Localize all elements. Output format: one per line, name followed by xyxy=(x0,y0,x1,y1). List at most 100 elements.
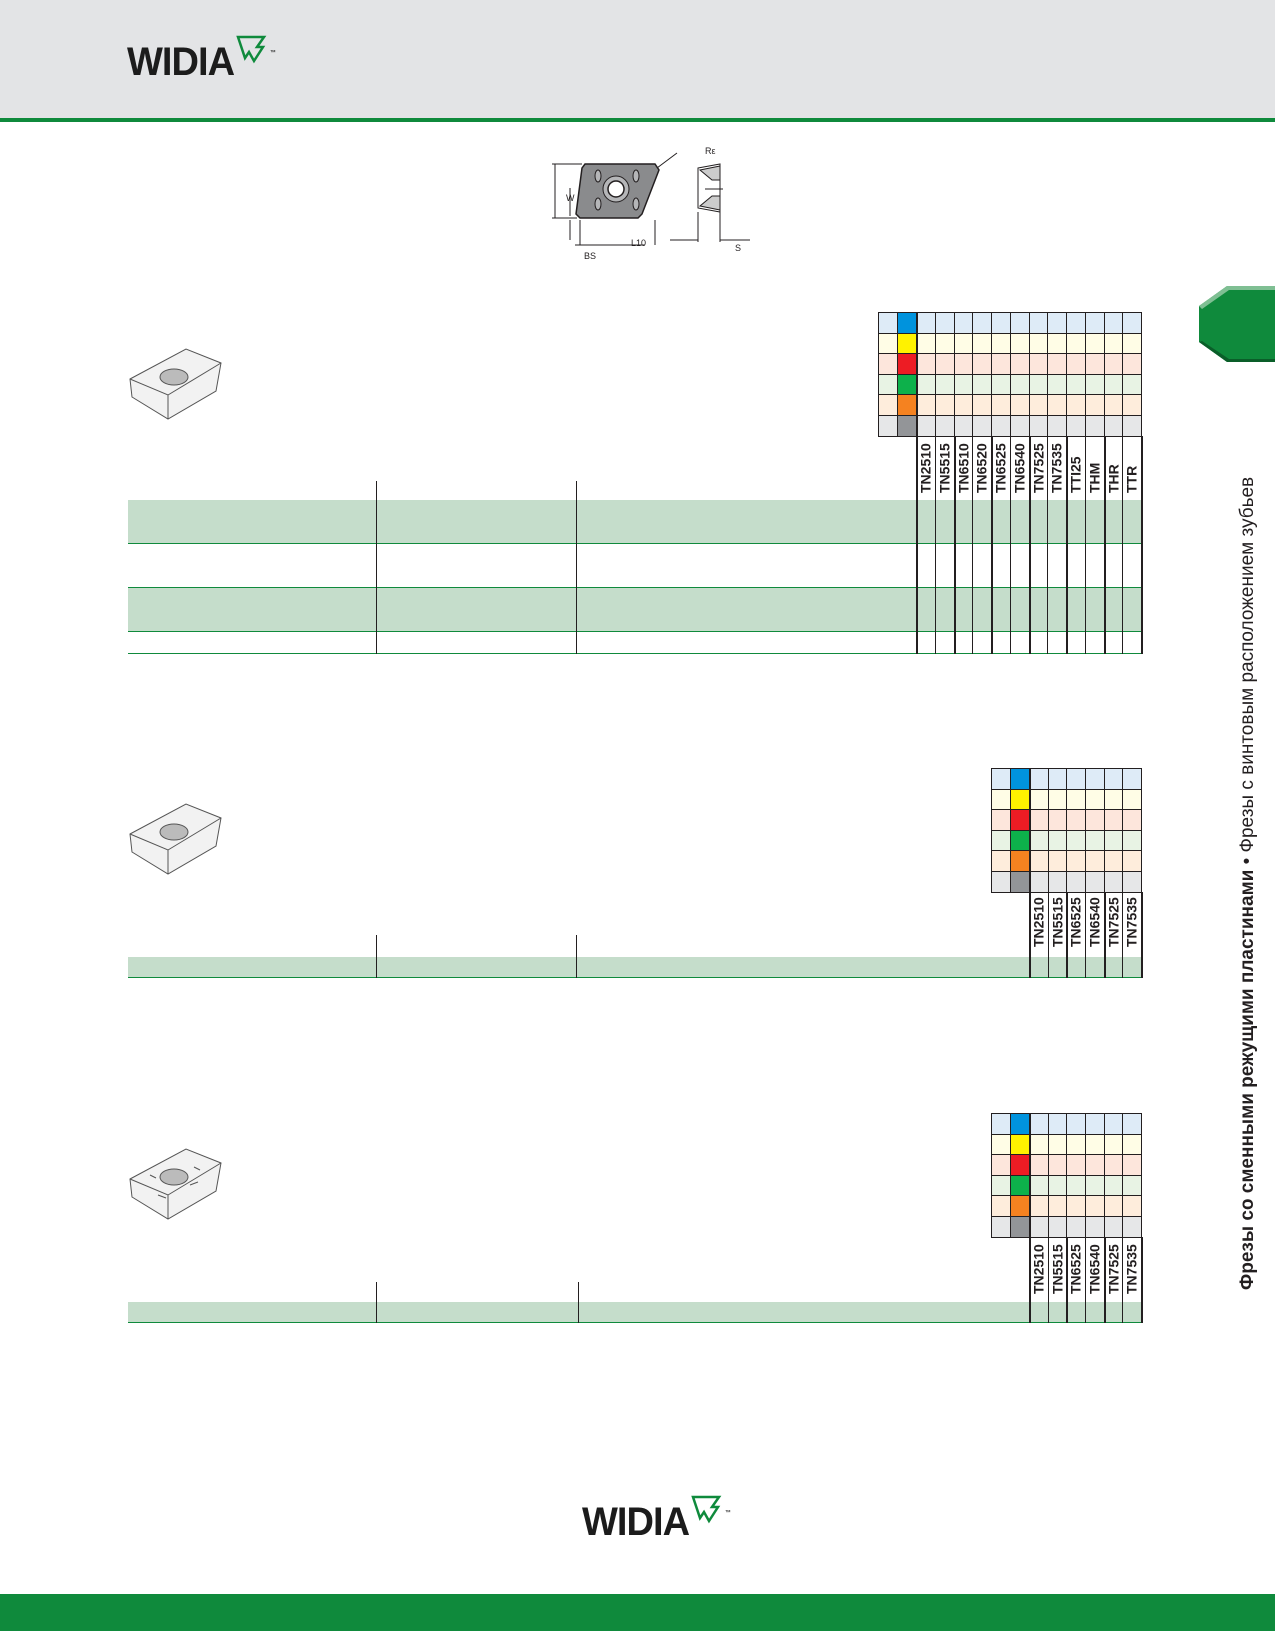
grade-material-cell xyxy=(972,353,992,375)
grade-column-divider xyxy=(991,435,993,654)
grade-material-cell xyxy=(972,415,992,437)
grade-material-cell xyxy=(1047,1133,1068,1156)
grade-material-cell xyxy=(1103,1195,1124,1217)
grade-material-cell xyxy=(953,312,974,334)
grade-material-cell xyxy=(916,332,936,355)
label-bs: BS xyxy=(584,251,597,261)
material-color-swatch xyxy=(1010,809,1030,831)
material-tint-cell xyxy=(991,1154,1011,1176)
grade-material-cell xyxy=(934,312,955,334)
grade-label: TN5515 xyxy=(936,442,953,493)
grade-material-cell xyxy=(972,332,992,355)
material-color-swatch xyxy=(1010,1195,1030,1217)
table-row xyxy=(128,632,1141,654)
grade-material-cell xyxy=(1103,768,1124,790)
grade-material-cell xyxy=(1122,871,1142,893)
grade-column-divider xyxy=(1028,435,1031,654)
grade-label: TN5515 xyxy=(1048,896,1065,947)
side-title-bullet: • xyxy=(1237,857,1258,865)
grade-material-cell xyxy=(991,415,1011,437)
trademark: ™ xyxy=(724,1510,731,1516)
grade-material-cell xyxy=(1066,1216,1086,1238)
material-tint-cell xyxy=(991,1216,1011,1238)
insert-dimension-drawing xyxy=(552,152,750,246)
grade-material-cell xyxy=(1066,1113,1086,1135)
grade-label: TN6520 xyxy=(973,442,990,493)
grade-material-cell xyxy=(953,332,974,355)
grade-material-cell xyxy=(1122,1216,1142,1238)
table-row xyxy=(128,544,1141,588)
material-color-swatch xyxy=(1010,1154,1030,1176)
grade-material-cell xyxy=(1029,1154,1049,1176)
trademark: ™ xyxy=(269,50,276,56)
grade-label: TN6525 xyxy=(1067,896,1084,947)
widia-triangle-icon xyxy=(691,1495,722,1524)
grade-label: TTR xyxy=(1123,465,1140,493)
grade-material-cell xyxy=(1085,850,1105,872)
label-l10: L10 xyxy=(631,238,647,248)
material-color-swatch xyxy=(1010,871,1030,893)
grade-material-cell xyxy=(1066,332,1086,355)
grade-material-cell xyxy=(1047,1174,1068,1197)
grade-material-cell xyxy=(1122,1195,1142,1217)
grade-material-cell xyxy=(1047,1154,1068,1176)
grade-material-cell xyxy=(1047,415,1067,437)
grade-material-cell xyxy=(1029,1133,1049,1156)
grade-material-cell xyxy=(1084,332,1105,355)
grade-material-cell xyxy=(1066,1133,1086,1156)
grade-material-cell xyxy=(1085,1113,1105,1135)
grade-material-cell xyxy=(934,394,955,416)
grade-material-cell xyxy=(1084,353,1105,375)
grade-material-cell xyxy=(1085,1133,1105,1156)
grade-column-divider xyxy=(1066,891,1069,978)
material-color-swatch xyxy=(897,312,917,334)
material-tint-cell xyxy=(991,1195,1011,1217)
grade-material-cell xyxy=(1085,788,1105,811)
grade-material-cell xyxy=(1029,850,1049,872)
material-tint-cell xyxy=(991,809,1011,831)
grade-material-cell xyxy=(1047,353,1067,375)
grade-material-cell xyxy=(1084,373,1105,396)
material-tint-cell xyxy=(878,394,898,416)
grade-material-cell xyxy=(1122,332,1142,355)
grade-label: TN7535 xyxy=(1123,1243,1140,1294)
grade-label: TN2510 xyxy=(1030,896,1047,947)
grade-material-cell xyxy=(1047,312,1067,334)
grade-material-cell xyxy=(1103,1133,1124,1156)
grade-material-cell xyxy=(1047,850,1068,872)
grade-material-cell xyxy=(1066,1195,1086,1217)
grade-label: TN6525 xyxy=(1067,1243,1084,1294)
material-tint-cell xyxy=(991,1113,1011,1135)
grade-material-cell xyxy=(1028,394,1049,416)
grade-material-cell xyxy=(1103,415,1124,437)
grade-material-cell xyxy=(1122,415,1142,437)
grade-material-cell xyxy=(1066,312,1086,334)
grade-material-cell xyxy=(1122,312,1142,334)
grade-material-cell xyxy=(991,332,1011,355)
grade-column-divider xyxy=(1047,1236,1049,1323)
grade-material-cell xyxy=(1122,353,1142,375)
column-divider xyxy=(376,1281,377,1323)
grade-material-cell xyxy=(1066,415,1086,437)
grade-material-cell xyxy=(1066,394,1086,416)
grade-column-divider xyxy=(1103,891,1106,978)
grade-material-cell xyxy=(1047,373,1067,396)
grade-material-cell xyxy=(1047,394,1067,416)
grade-material-cell xyxy=(972,394,992,416)
material-color-swatch xyxy=(1010,1133,1030,1156)
grade-material-cell xyxy=(1047,332,1067,355)
grade-material-cell xyxy=(1085,1174,1105,1197)
material-tint-cell xyxy=(878,312,898,334)
grade-material-cell xyxy=(916,415,936,437)
section-side-title: Фрезы со сменными режущими пластинами • … xyxy=(1237,477,1259,1290)
grade-label: TN5515 xyxy=(1048,1243,1065,1294)
grade-material-cell xyxy=(1103,373,1124,396)
grade-material-cell xyxy=(1084,312,1105,334)
widia-triangle-icon xyxy=(236,35,267,64)
grade-column-divider xyxy=(1122,435,1124,654)
grade-material-cell xyxy=(1103,353,1124,375)
section-tab xyxy=(1199,286,1275,362)
grade-column-divider xyxy=(1066,435,1068,654)
grade-material-cell xyxy=(991,312,1011,334)
grade-material-cell xyxy=(1029,788,1049,811)
